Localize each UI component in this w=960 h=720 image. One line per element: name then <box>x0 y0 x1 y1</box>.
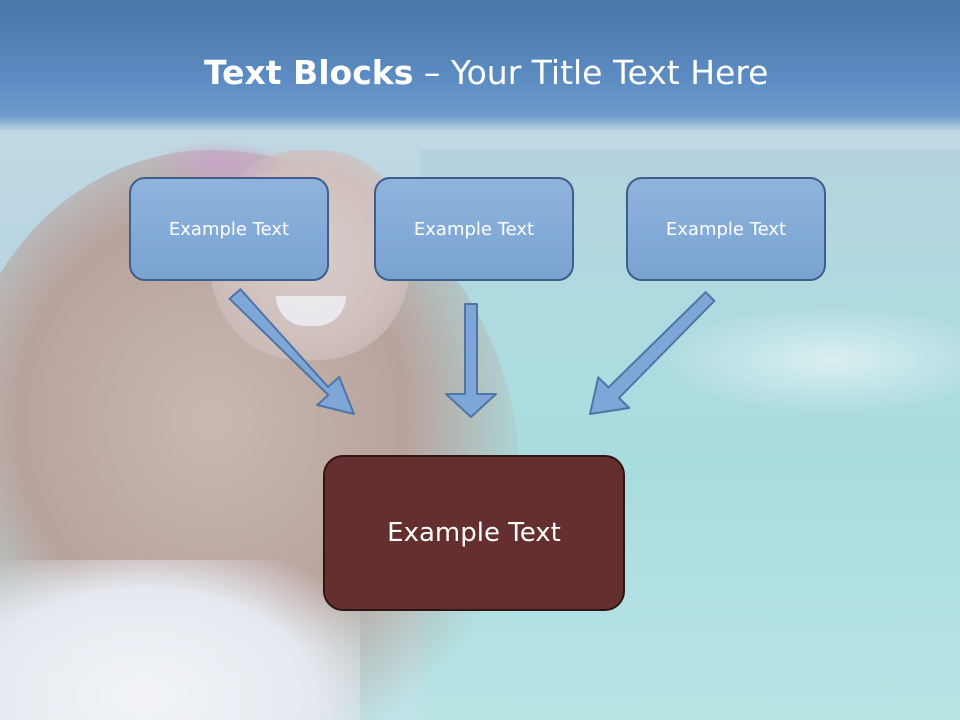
text-block-1-label: Example Text <box>168 218 290 240</box>
arrow-right <box>589 291 716 415</box>
text-block-3: Example Text <box>626 177 826 281</box>
title-band <box>0 0 960 132</box>
target-block-label: Example Text <box>387 518 561 548</box>
shirt-shape <box>0 560 360 720</box>
text-block-2-label: Example Text <box>413 218 535 240</box>
target-block: Example Text <box>323 455 625 611</box>
arrow-center <box>445 303 497 418</box>
title-separator: – <box>413 53 451 92</box>
title-bold: Text Blocks <box>204 53 414 92</box>
text-block-1: Example Text <box>129 177 329 281</box>
text-block-3-label: Example Text <box>665 218 787 240</box>
arrow-left <box>228 288 355 415</box>
flower-shape <box>150 140 290 180</box>
text-block-2: Example Text <box>374 177 574 281</box>
slide-title: Text Blocks – Your Title Text Here <box>204 53 768 92</box>
title-rest: Your Title Text Here <box>450 53 769 92</box>
